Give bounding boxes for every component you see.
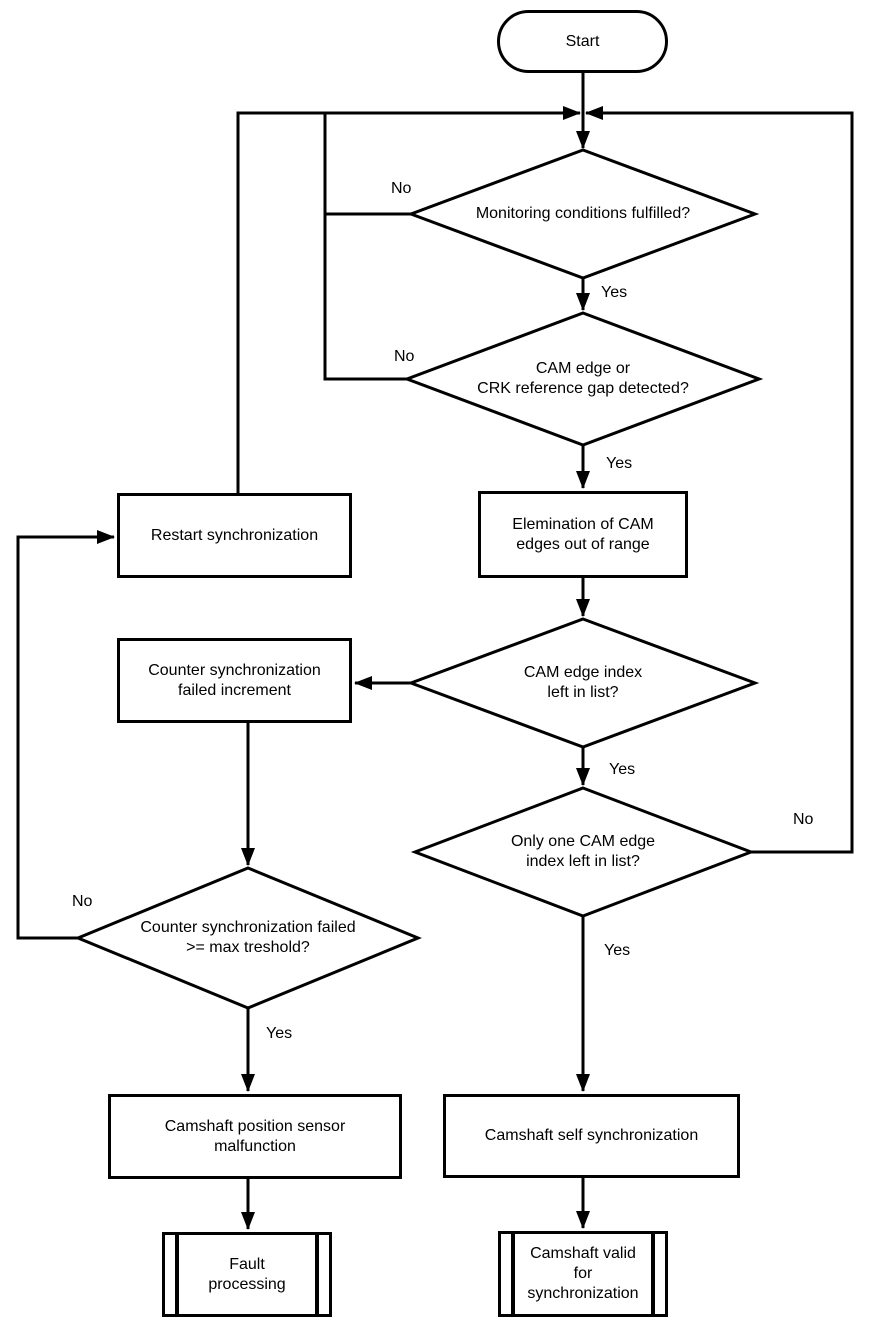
decision-camindex: CAM edge index left in list? [411,619,755,747]
predefined-fault-processing-label: Fault processing [208,1255,286,1293]
edge-countermax-no-loop [16,530,115,940]
branch-label-monitoring-yes: Yes [601,284,628,301]
predefined-left-bar [511,1234,515,1314]
process-elimination: Elemination of CAM edges out of range [478,491,688,578]
branch-label-camedge-no: No [394,348,415,365]
process-restart-sync: Restart synchronization [117,493,352,578]
decision-camedge-shape [402,311,764,447]
predefined-valid-sync-label: Camshaft valid for synchronization [527,1245,639,1302]
decision-camindex-shape [406,617,760,749]
process-sensor-malfunction: Camshaft position sensor malfunction [108,1094,402,1179]
process-elimination-label: Elemination of CAM edges out of range [512,515,654,553]
branch-label-monitoring-no: No [391,180,412,197]
decision-monitoring: Monitoring conditions fulfilled? [411,150,755,278]
predefined-left-bar [175,1235,179,1314]
decision-monitoring-shape [406,148,760,280]
predefined-fault-processing: Fault processing [162,1232,332,1317]
branch-label-onlyone-yes: Yes [604,942,631,959]
start-label: Start [565,32,600,50]
decision-onlyone-label: Only one CAM edge index left in list? [510,833,656,870]
process-counter-increment: Counter synchronization failed increment [117,638,352,723]
process-counter-increment-label: Counter synchronization failed increment [148,661,321,699]
process-self-sync: Camshaft self synchronization [443,1094,740,1178]
branch-label-countermax-yes: Yes [266,1025,293,1042]
edge-restart-up-to-junction [236,106,581,493]
predefined-right-bar [315,1235,319,1314]
decision-monitoring-label: Monitoring conditions fulfilled? [475,205,691,222]
decision-onlyone: Only one CAM edge index left in list? [415,788,751,916]
decision-countermax-label: Counter synchronization failed >= max tr… [140,919,356,956]
process-self-sync-label: Camshaft self synchronization [484,1127,699,1144]
process-sensor-malfunction-label: Camshaft position sensor malfunction [164,1117,346,1155]
decision-camindex-label: CAM edge index left in list? [523,664,643,701]
decision-countermax-shape [74,866,422,1010]
decision-onlyone-shape [410,786,756,918]
branch-label-camedge-yes: Yes [606,455,633,472]
decision-camedge-label: CAM edge or CRK reference gap detected? [477,360,689,397]
start-node: Start [497,10,668,73]
edge-camedge-no-up [323,113,407,381]
branch-label-onlyone-no: No [793,811,814,828]
predefined-right-bar [651,1234,655,1314]
process-restart-sync-label: Restart synchronization [150,526,319,544]
branch-label-countermax-no: No [72,893,93,910]
predefined-valid-sync: Camshaft valid for synchronization [498,1231,668,1317]
edge-onlyone-no-loop [585,106,854,854]
branch-label-camindex-yes: Yes [609,761,636,778]
decision-camedge: CAM edge or CRK reference gap detected? [407,313,759,445]
decision-countermax: Counter synchronization failed >= max tr… [78,868,418,1008]
